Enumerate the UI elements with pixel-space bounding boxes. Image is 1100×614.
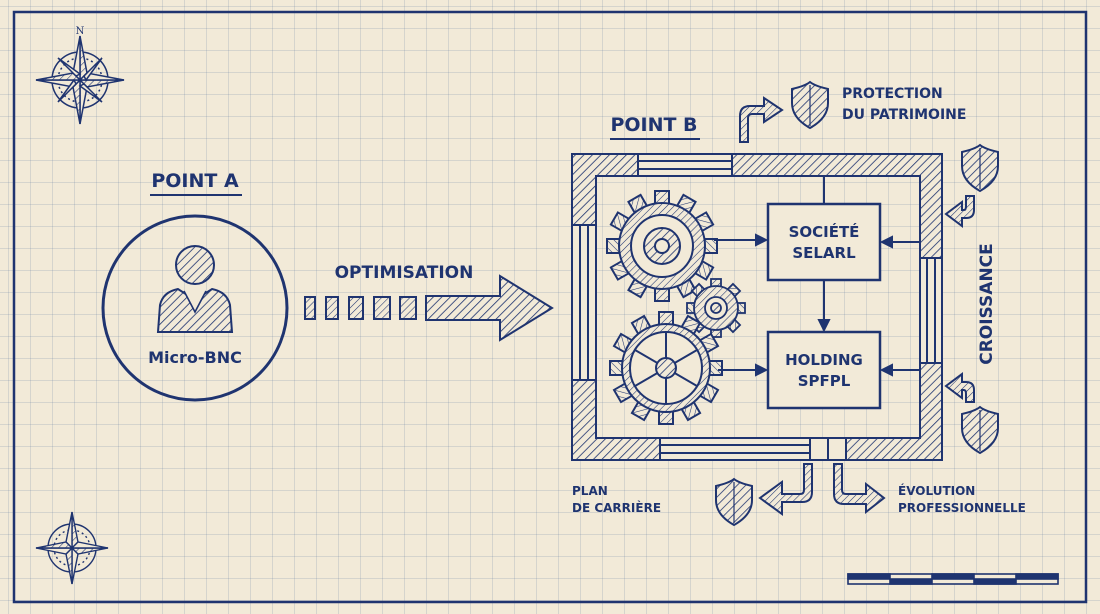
arrow-icon: [758, 463, 813, 516]
compass-north-label: N: [76, 26, 85, 37]
point-b-heading: POINT B: [610, 114, 697, 136]
person-icon: [156, 245, 234, 333]
shield-icon: [791, 80, 829, 130]
arrow-icon: [739, 96, 784, 143]
arrow-icon: [944, 372, 975, 403]
selarl-line1: SOCIÉTÉ: [789, 222, 860, 241]
evolution-line2: PROFESSIONNELLE: [898, 501, 1026, 515]
internal-connectors: [714, 176, 920, 377]
optimisation-arrow-icon: [304, 274, 554, 342]
point-a-person-label: Micro-BNC: [148, 348, 242, 367]
selarl-box: SOCIÉTÉ SELARL: [766, 202, 882, 282]
arrow-icon: [833, 463, 886, 515]
gear-icon: [606, 190, 718, 302]
plan-line2: DE CARRIÈRE: [572, 500, 661, 515]
page-frame: [12, 10, 1088, 604]
shield-icon: [715, 477, 753, 527]
arrow-icon: [944, 195, 975, 228]
spfpl-line1: HOLDING: [785, 351, 863, 369]
point-a-heading: POINT A: [151, 170, 239, 192]
spfpl-box: HOLDING SPFPL: [766, 330, 882, 410]
croissance-label: CROISSANCE: [977, 243, 997, 365]
evolution-line1: ÉVOLUTION: [898, 483, 975, 498]
compass-rose-icon: [35, 511, 109, 585]
point-a-node: Micro-BNC: [101, 214, 289, 402]
point-b-building: [571, 153, 943, 461]
gear-icon: [609, 311, 723, 425]
scale-bar-icon: [847, 573, 1059, 585]
shield-icon: [961, 405, 999, 455]
plan-line1: PLAN: [572, 484, 608, 498]
gear-icon: [686, 278, 746, 338]
protection-line1: PROTECTION: [842, 86, 943, 102]
protection-line2: DU PATRIMOINE: [842, 107, 966, 123]
spfpl-line2: SPFPL: [798, 372, 851, 390]
compass-rose-icon: [35, 35, 125, 125]
selarl-line2: SELARL: [792, 244, 856, 262]
optimisation-label: OPTIMISATION: [335, 263, 474, 283]
shield-icon: [961, 143, 999, 193]
